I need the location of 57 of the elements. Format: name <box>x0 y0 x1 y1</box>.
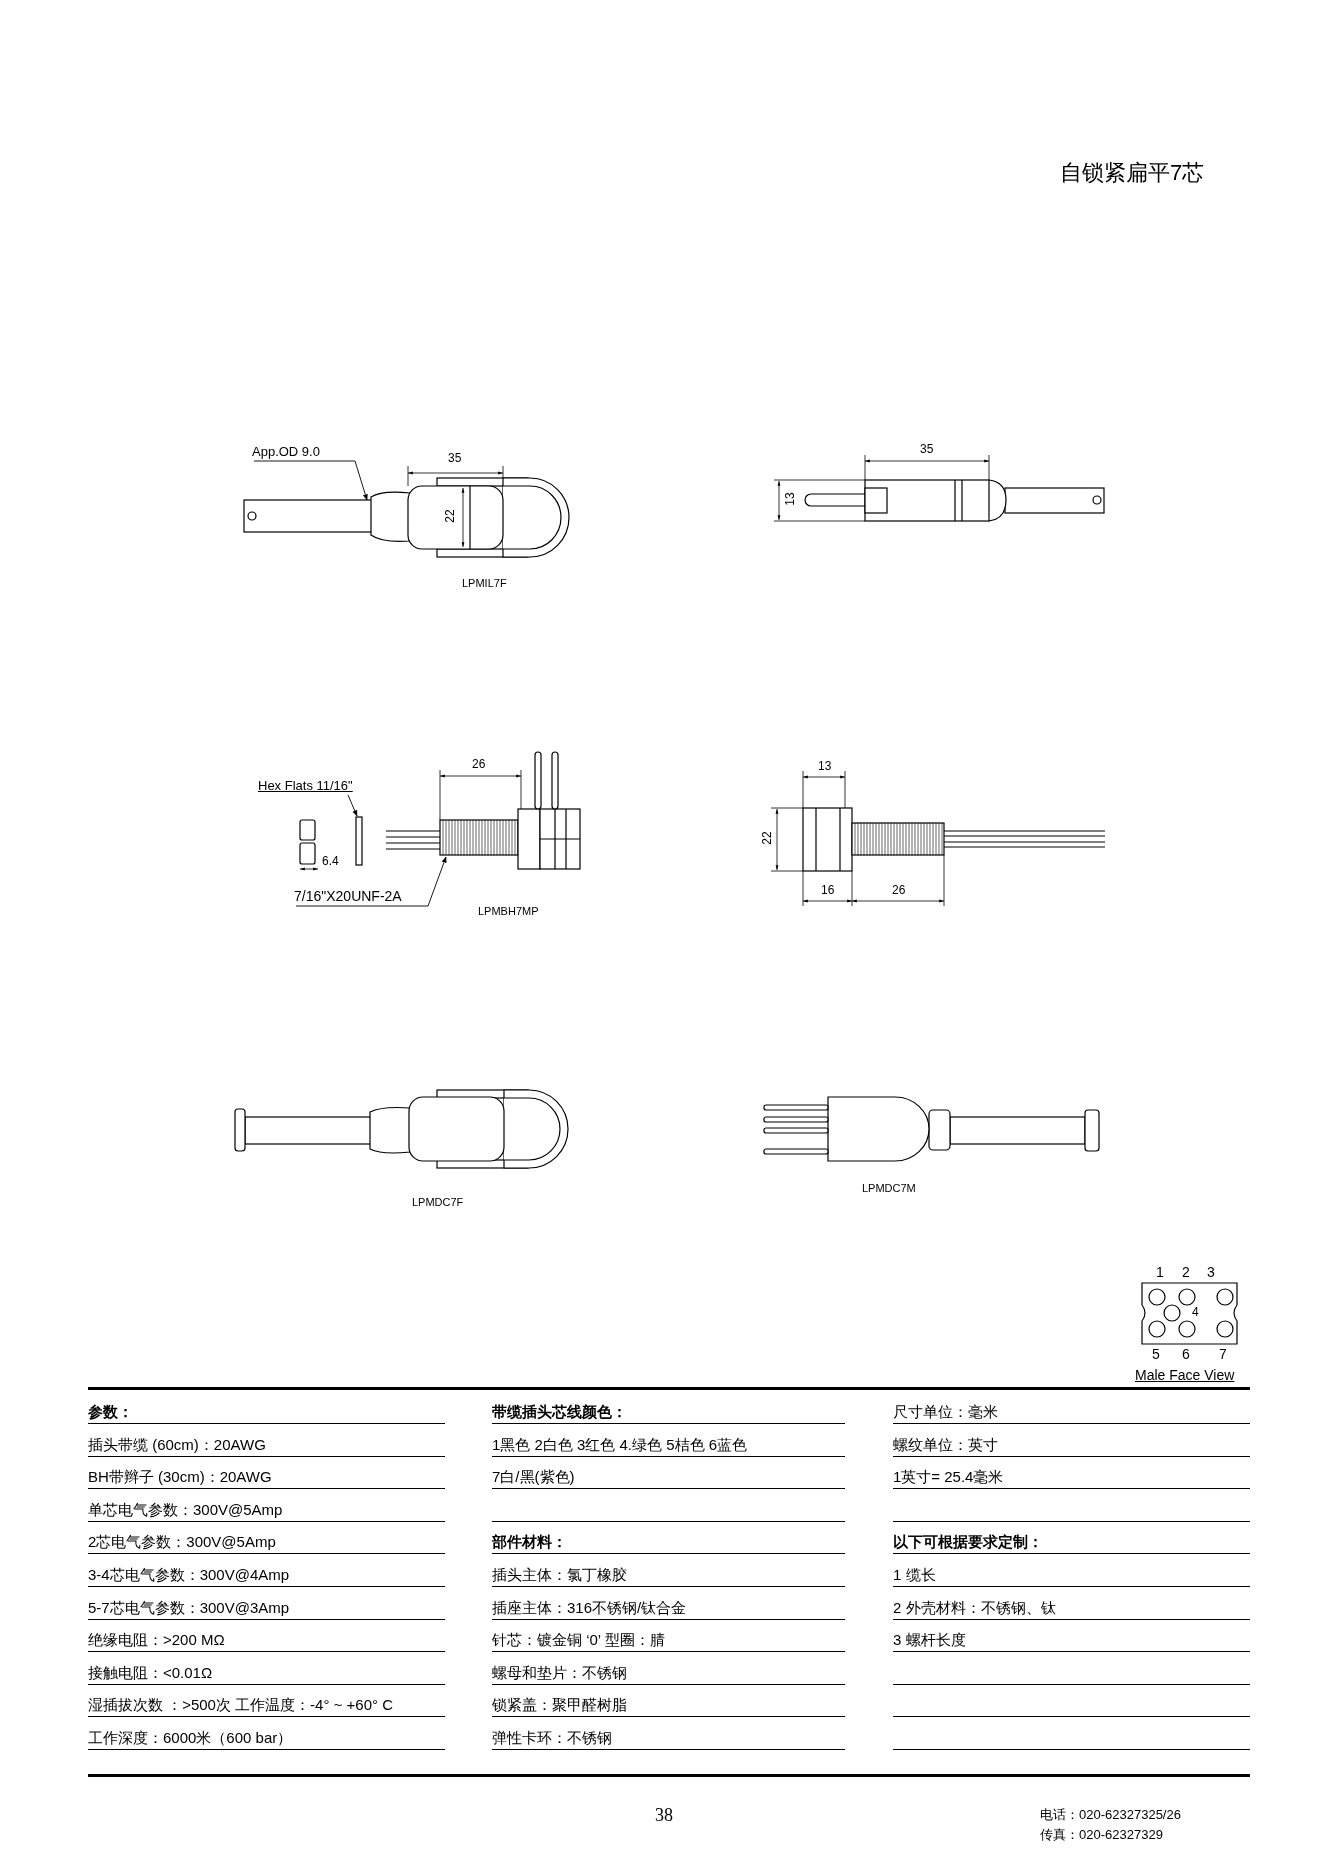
spec-text: 7白/黑(紫色) <box>492 1467 575 1488</box>
view-caption: Male Face View <box>1135 1368 1235 1382</box>
spec-text: 螺纹单位：英寸 <box>893 1434 998 1455</box>
pin-number: 6 <box>1182 1347 1190 1361</box>
dimension-value: 16 <box>821 884 835 896</box>
spec-text: 1黑色 2白色 3红色 4.绿色 5桔色 6蓝色 <box>492 1434 748 1455</box>
contact-text: 传真：020-62327329 <box>1040 1828 1163 1841</box>
spec-text: 接触电阻：<0.01Ω <box>88 1662 213 1683</box>
dimension-value: 26 <box>472 758 486 770</box>
dimension-value: 35 <box>448 452 462 464</box>
spec-text: 单芯电气参数：300V@5Amp <box>88 1499 283 1520</box>
part-number: LPMDC7M <box>862 1183 916 1194</box>
pin-number: 3 <box>1207 1265 1215 1279</box>
spec-text: 1英寸= 25.4毫米 <box>893 1467 1004 1488</box>
dimension-value: 22 <box>443 509 456 523</box>
dimension-value: 13 <box>783 492 796 506</box>
section-heading: 部件材料： <box>492 1532 567 1553</box>
spec-text: 插头主体：氯丁橡胶 <box>492 1565 627 1585</box>
pin-number: 1 <box>1156 1265 1164 1279</box>
part-number: LPMIL7F <box>462 578 507 589</box>
spec-text: 针芯：镀金铜 ‘0’ 型圈：腈 <box>492 1630 665 1651</box>
dimension-value: 26 <box>892 884 906 896</box>
pin-number: 2 <box>1182 1265 1190 1279</box>
spec-text: 插头带缆 (60cm)：20AWG <box>88 1434 266 1455</box>
spec-text: 2芯电气参数：300V@5Amp <box>88 1532 276 1553</box>
spec-text: 插座主体：316不锈钢/钛合金 <box>492 1597 687 1618</box>
spec-text: 绝缘电阻：>200 MΩ <box>88 1630 225 1651</box>
pin-number: 4 <box>1192 1306 1199 1318</box>
part-number: LPMDC7F <box>412 1197 464 1208</box>
dimension-value: 13 <box>818 760 832 772</box>
page-title: 自锁紧扁平7芯 <box>1060 159 1205 187</box>
spec-text: 1 缆长 <box>893 1565 936 1585</box>
leader-text: App.OD 9.0 <box>252 445 344 461</box>
dimension-value: 6.4 <box>322 855 339 867</box>
spec-text: 锁紧盖：聚甲醛树脂 <box>492 1695 627 1716</box>
pin-number: 7 <box>1219 1347 1227 1361</box>
spec-text: 3 螺杆长度 <box>893 1630 966 1651</box>
spec-text: 工作深度：6000米（600 bar） <box>88 1728 293 1748</box>
spec-text: BH带辫子 (30cm)：20AWG <box>88 1467 272 1488</box>
leader-text: Hex Flats 11/16" <box>258 779 354 795</box>
spec-text: 螺母和垫片：不锈钢 <box>492 1662 627 1683</box>
spec-text: 5-7芯电气参数：300V@3Amp <box>88 1597 290 1618</box>
section-heading: 参数： <box>88 1402 133 1422</box>
spec-text: 3-4芯电气参数：300V@4Amp <box>88 1565 290 1585</box>
leader-text: 7/16"X20UNF-2A <box>294 889 430 906</box>
section-heading: 带缆插头芯线颜色： <box>492 1402 627 1422</box>
dimension-value: 35 <box>920 443 934 455</box>
spec-text: 弹性卡环：不锈钢 <box>492 1728 612 1748</box>
spec-text: 尺寸单位：毫米 <box>893 1402 998 1422</box>
page-number: 38 <box>655 1806 673 1824</box>
section-heading: 以下可根据要求定制： <box>893 1532 1043 1553</box>
dimension-value: 22 <box>760 831 773 845</box>
contact-text: 电话：020-62327325/26 <box>1040 1808 1181 1821</box>
pin-number: 5 <box>1152 1347 1160 1361</box>
part-number: LPMBH7MP <box>478 906 539 917</box>
spec-text: 湿插拔次数 ：>500次 工作温度：-4° ~ +60° C <box>88 1695 393 1716</box>
spec-text: 2 外壳材料：不锈钢、钛 <box>893 1597 1056 1618</box>
